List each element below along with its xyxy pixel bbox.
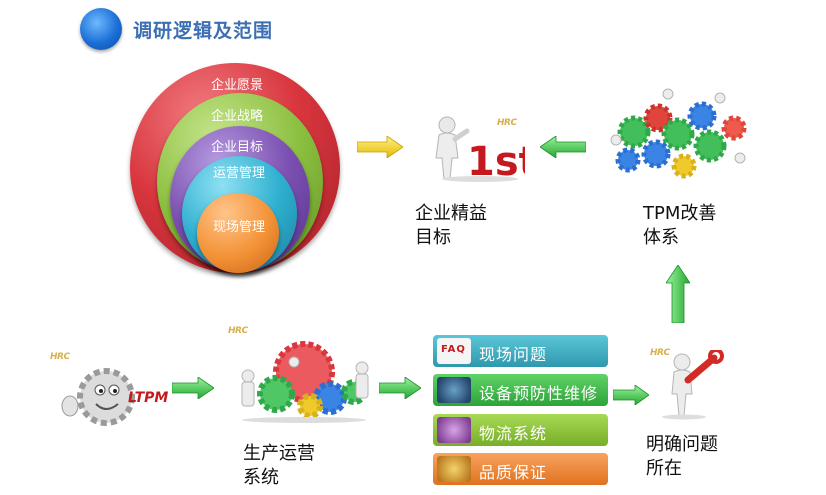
system-label: 品质保证 [479, 463, 548, 482]
green-arrow-left-icon [540, 136, 586, 158]
person-wrench-icon [662, 350, 724, 420]
system-label: 物流系统 [479, 424, 548, 443]
ring-label-strategy: 企业战略 [210, 109, 263, 124]
hrc-logo: HRC [650, 348, 670, 358]
ring-label-operations: 运营管理 [213, 166, 266, 181]
machinery-thumbnail-icon [437, 377, 471, 403]
ring-label-site: 现场管理 [213, 220, 266, 235]
system-label: 设备预防性维修 [479, 384, 599, 403]
ring-label-goal: 企业目标 [210, 140, 263, 155]
system-box-logistics: 物流系统 [433, 414, 608, 446]
header-bullet-icon [80, 8, 122, 50]
ring-label-vision: 企业愿景 [210, 78, 263, 93]
quality-thumbnail-icon [437, 456, 471, 482]
person-number-one-icon: 1st [435, 116, 525, 183]
caption-clarify: 明确问题所在 [646, 434, 718, 479]
green-arrow-right-icon [379, 377, 421, 399]
green-arrow-up-icon [666, 265, 690, 323]
production-gears-icon [241, 341, 369, 423]
ltpm-gear-mascot-icon: LTPM [61, 368, 168, 426]
hrc-logo: HRC [50, 352, 70, 362]
hrc-logo: HRC [497, 118, 517, 128]
system-box-quality: 品质保证 [433, 453, 608, 485]
svg-text:1st: 1st [467, 139, 525, 183]
green-arrow-right-icon [172, 377, 214, 399]
system-box-site-problems: FAQ 现场问题 [433, 335, 608, 367]
system-box-maintenance: 设备预防性维修 [433, 374, 608, 406]
svg-text:LTPM: LTPM [128, 390, 168, 406]
system-label: 现场问题 [479, 345, 548, 364]
logistics-thumbnail-icon [437, 417, 471, 443]
ring-site [197, 193, 279, 273]
caption-lean-goal: 企业精益目标 [415, 203, 487, 248]
faq-thumbnail-icon: FAQ [437, 338, 471, 364]
tpm-gears-icon [610, 88, 747, 179]
page-title: 调研逻辑及范围 [133, 20, 274, 42]
hrc-logo: HRC [228, 326, 248, 336]
green-arrow-right-icon [613, 385, 649, 405]
caption-production: 生产运营系统 [243, 443, 315, 488]
yellow-arrow-right-icon [357, 136, 403, 158]
caption-tpm: TPM改善体系 [643, 203, 717, 248]
